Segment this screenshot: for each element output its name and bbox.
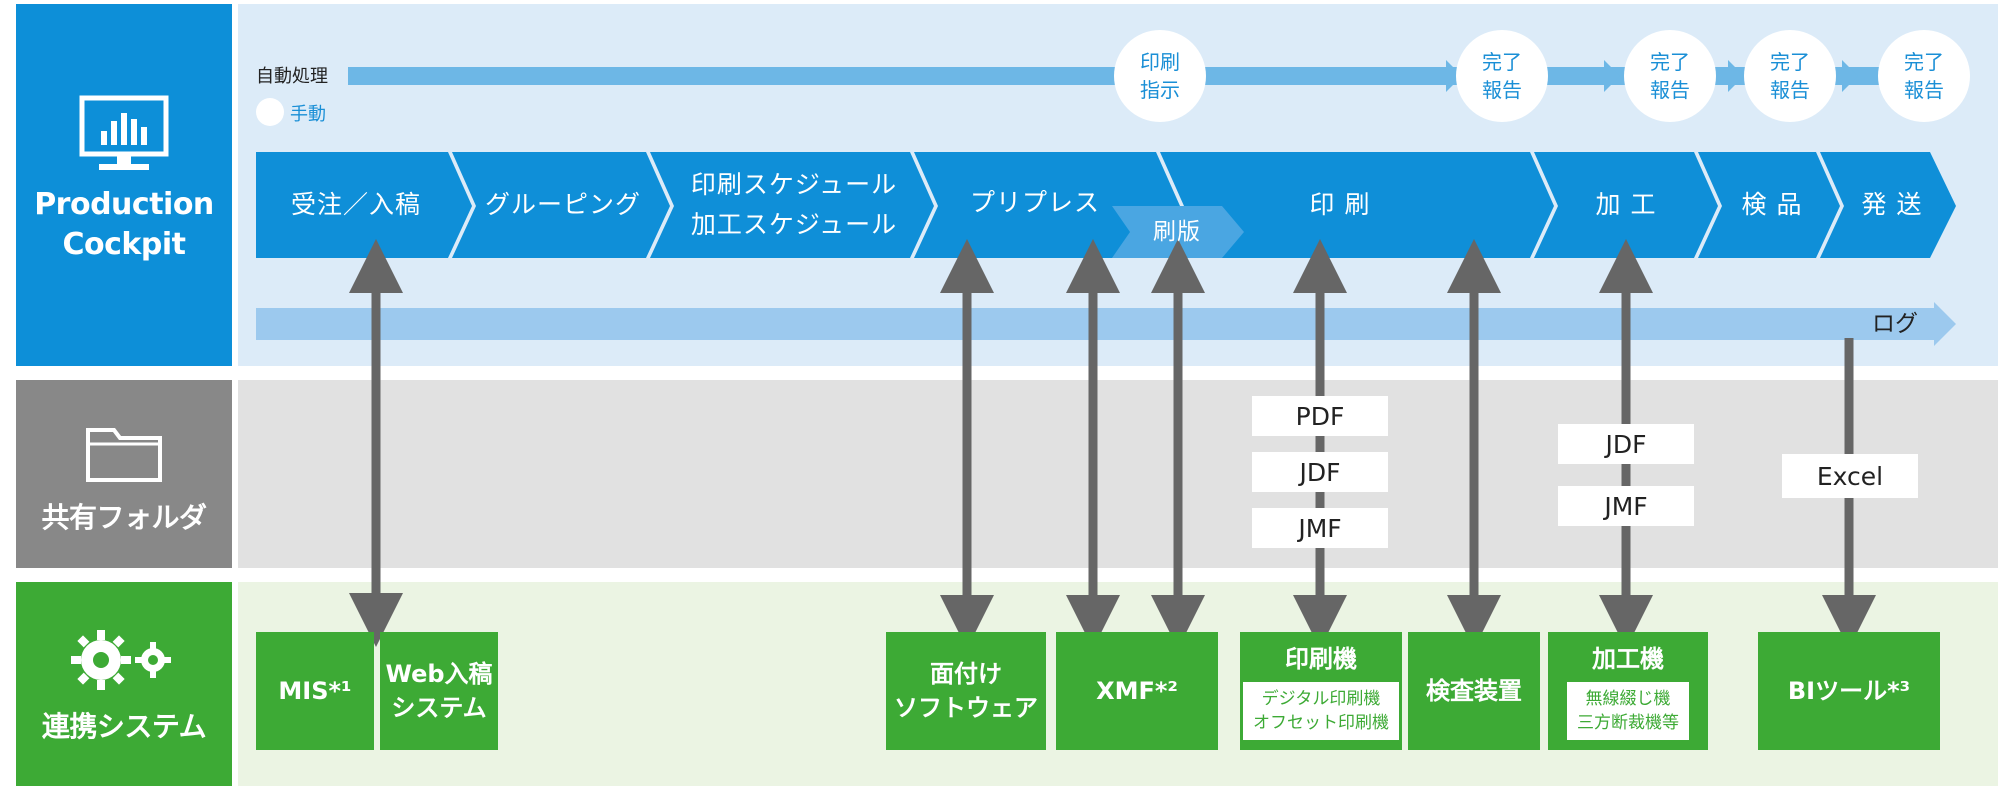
step-platemaking: 刷版 — [1153, 219, 1201, 245]
flow-chevron-2 — [452, 152, 670, 258]
flow-chevron-8 — [1820, 152, 1956, 258]
legend-manual-label: 手動 — [290, 104, 326, 125]
cockpit-label: Production Cockpit — [16, 80, 232, 280]
systems-label: 連携システム — [16, 612, 232, 762]
step-shipping: 発 送 — [1861, 190, 1923, 219]
system-web-line2: システム — [391, 694, 487, 722]
system-finisher-label: 加工機 — [1592, 645, 1664, 673]
system-imposition: 面付け ソフトウェア — [886, 632, 1046, 750]
system-xmf-label: XMF*² — [1096, 677, 1178, 705]
system-finisher-sub1: 無線綴じ機 — [1585, 689, 1671, 709]
system-press-sub: デジタル印刷機 オフセット印刷機 — [1243, 682, 1399, 740]
legend-auto-label: 自動処理 — [256, 66, 328, 87]
format-jmf-finisher: JMF — [1558, 486, 1694, 526]
system-press: 印刷機 デジタル印刷機 オフセット印刷機 — [1240, 632, 1402, 750]
system-press-sub2: オフセット印刷機 — [1253, 713, 1389, 733]
flow-chevron-1 — [256, 152, 472, 258]
auto-arrow-head-1 — [1446, 60, 1462, 92]
legend-manual-dot — [256, 98, 284, 126]
format-jdf-finisher: JDF — [1558, 424, 1694, 464]
system-xmf: XMF*² — [1056, 632, 1218, 750]
cockpit-band — [16, 4, 232, 366]
system-finisher: 加工機 無線綴じ機 三方断裁機等 — [1548, 632, 1708, 750]
format-excel: Excel — [1782, 454, 1918, 498]
step-grouping: グルーピング — [484, 190, 641, 219]
systems-band — [16, 582, 232, 786]
step-scheduling-line1: 印刷スケジュール — [690, 170, 898, 199]
log-label: ログ — [1872, 311, 1918, 337]
gears-icon — [71, 630, 171, 690]
shared-band — [16, 380, 232, 568]
system-inspection-label: 検査装置 — [1426, 677, 1522, 705]
step-finishing: 加 工 — [1595, 190, 1657, 219]
system-press-sub1: デジタル印刷機 — [1261, 689, 1381, 709]
platemaking-chevron — [1112, 206, 1244, 258]
step-prepress: プリプレス — [969, 188, 1100, 217]
cockpit-title-line2: Cockpit — [62, 227, 186, 262]
flow-chevron-7 — [1698, 152, 1840, 258]
monitor-chart-icon — [79, 95, 169, 170]
auto-arrow-head-3 — [1728, 60, 1744, 92]
auto-arrow-head-4 — [1842, 60, 1858, 92]
report-circle-1: 完了報告 — [1456, 30, 1548, 122]
format-jmf-press: JMF — [1252, 508, 1388, 548]
shared-label: 共有フォルダ — [16, 410, 232, 550]
report-circle-3: 完了報告 — [1744, 30, 1836, 122]
flow-chevron-6 — [1534, 152, 1718, 258]
system-mis-label: MIS*¹ — [278, 677, 352, 705]
system-finisher-sub2: 三方断裁機等 — [1577, 713, 1679, 733]
instruction-circle: 印刷指示 — [1114, 30, 1206, 122]
system-finisher-sub: 無線綴じ機 三方断裁機等 — [1567, 682, 1689, 740]
step-printing: 印 刷 — [1309, 190, 1371, 219]
systems-title: 連携システム — [41, 710, 207, 743]
system-inspection: 検査装置 — [1408, 632, 1540, 750]
flow-chevron-5 — [1160, 152, 1554, 258]
log-bar-head — [1934, 302, 1956, 346]
step-scheduling-line2: 加工スケジュール — [690, 210, 898, 239]
system-bi-tool: BIツール*³ — [1758, 632, 1940, 750]
flow-chevron-3 — [650, 152, 934, 258]
system-web-intake: Web入稿 システム — [380, 632, 498, 750]
step-inspection: 検 品 — [1741, 190, 1803, 219]
step-scheduling: 印刷スケジュール 加工スケジュール — [676, 152, 912, 258]
system-mis: MIS*¹ — [256, 632, 374, 750]
step-order-intake: 受注／入稿 — [290, 190, 421, 219]
system-imposition-line2: ソフトウェア — [894, 694, 1038, 722]
flow-chevron-4 — [914, 152, 1180, 258]
system-imposition-line1: 面付け — [930, 660, 1002, 688]
format-jdf-press: JDF — [1252, 452, 1388, 492]
auto-arrow-head-2 — [1604, 60, 1620, 92]
system-press-label: 印刷機 — [1285, 645, 1357, 673]
folder-icon — [86, 428, 162, 482]
report-circle-2: 完了報告 — [1624, 30, 1716, 122]
system-web-line1: Web入稿 — [385, 660, 493, 688]
cockpit-title-line1: Production — [34, 187, 214, 222]
shared-title: 共有フォルダ — [41, 501, 207, 534]
system-bi-label: BIツール*³ — [1787, 677, 1911, 705]
format-pdf: PDF — [1252, 396, 1388, 436]
report-circle-4: 完了報告 — [1878, 30, 1970, 122]
